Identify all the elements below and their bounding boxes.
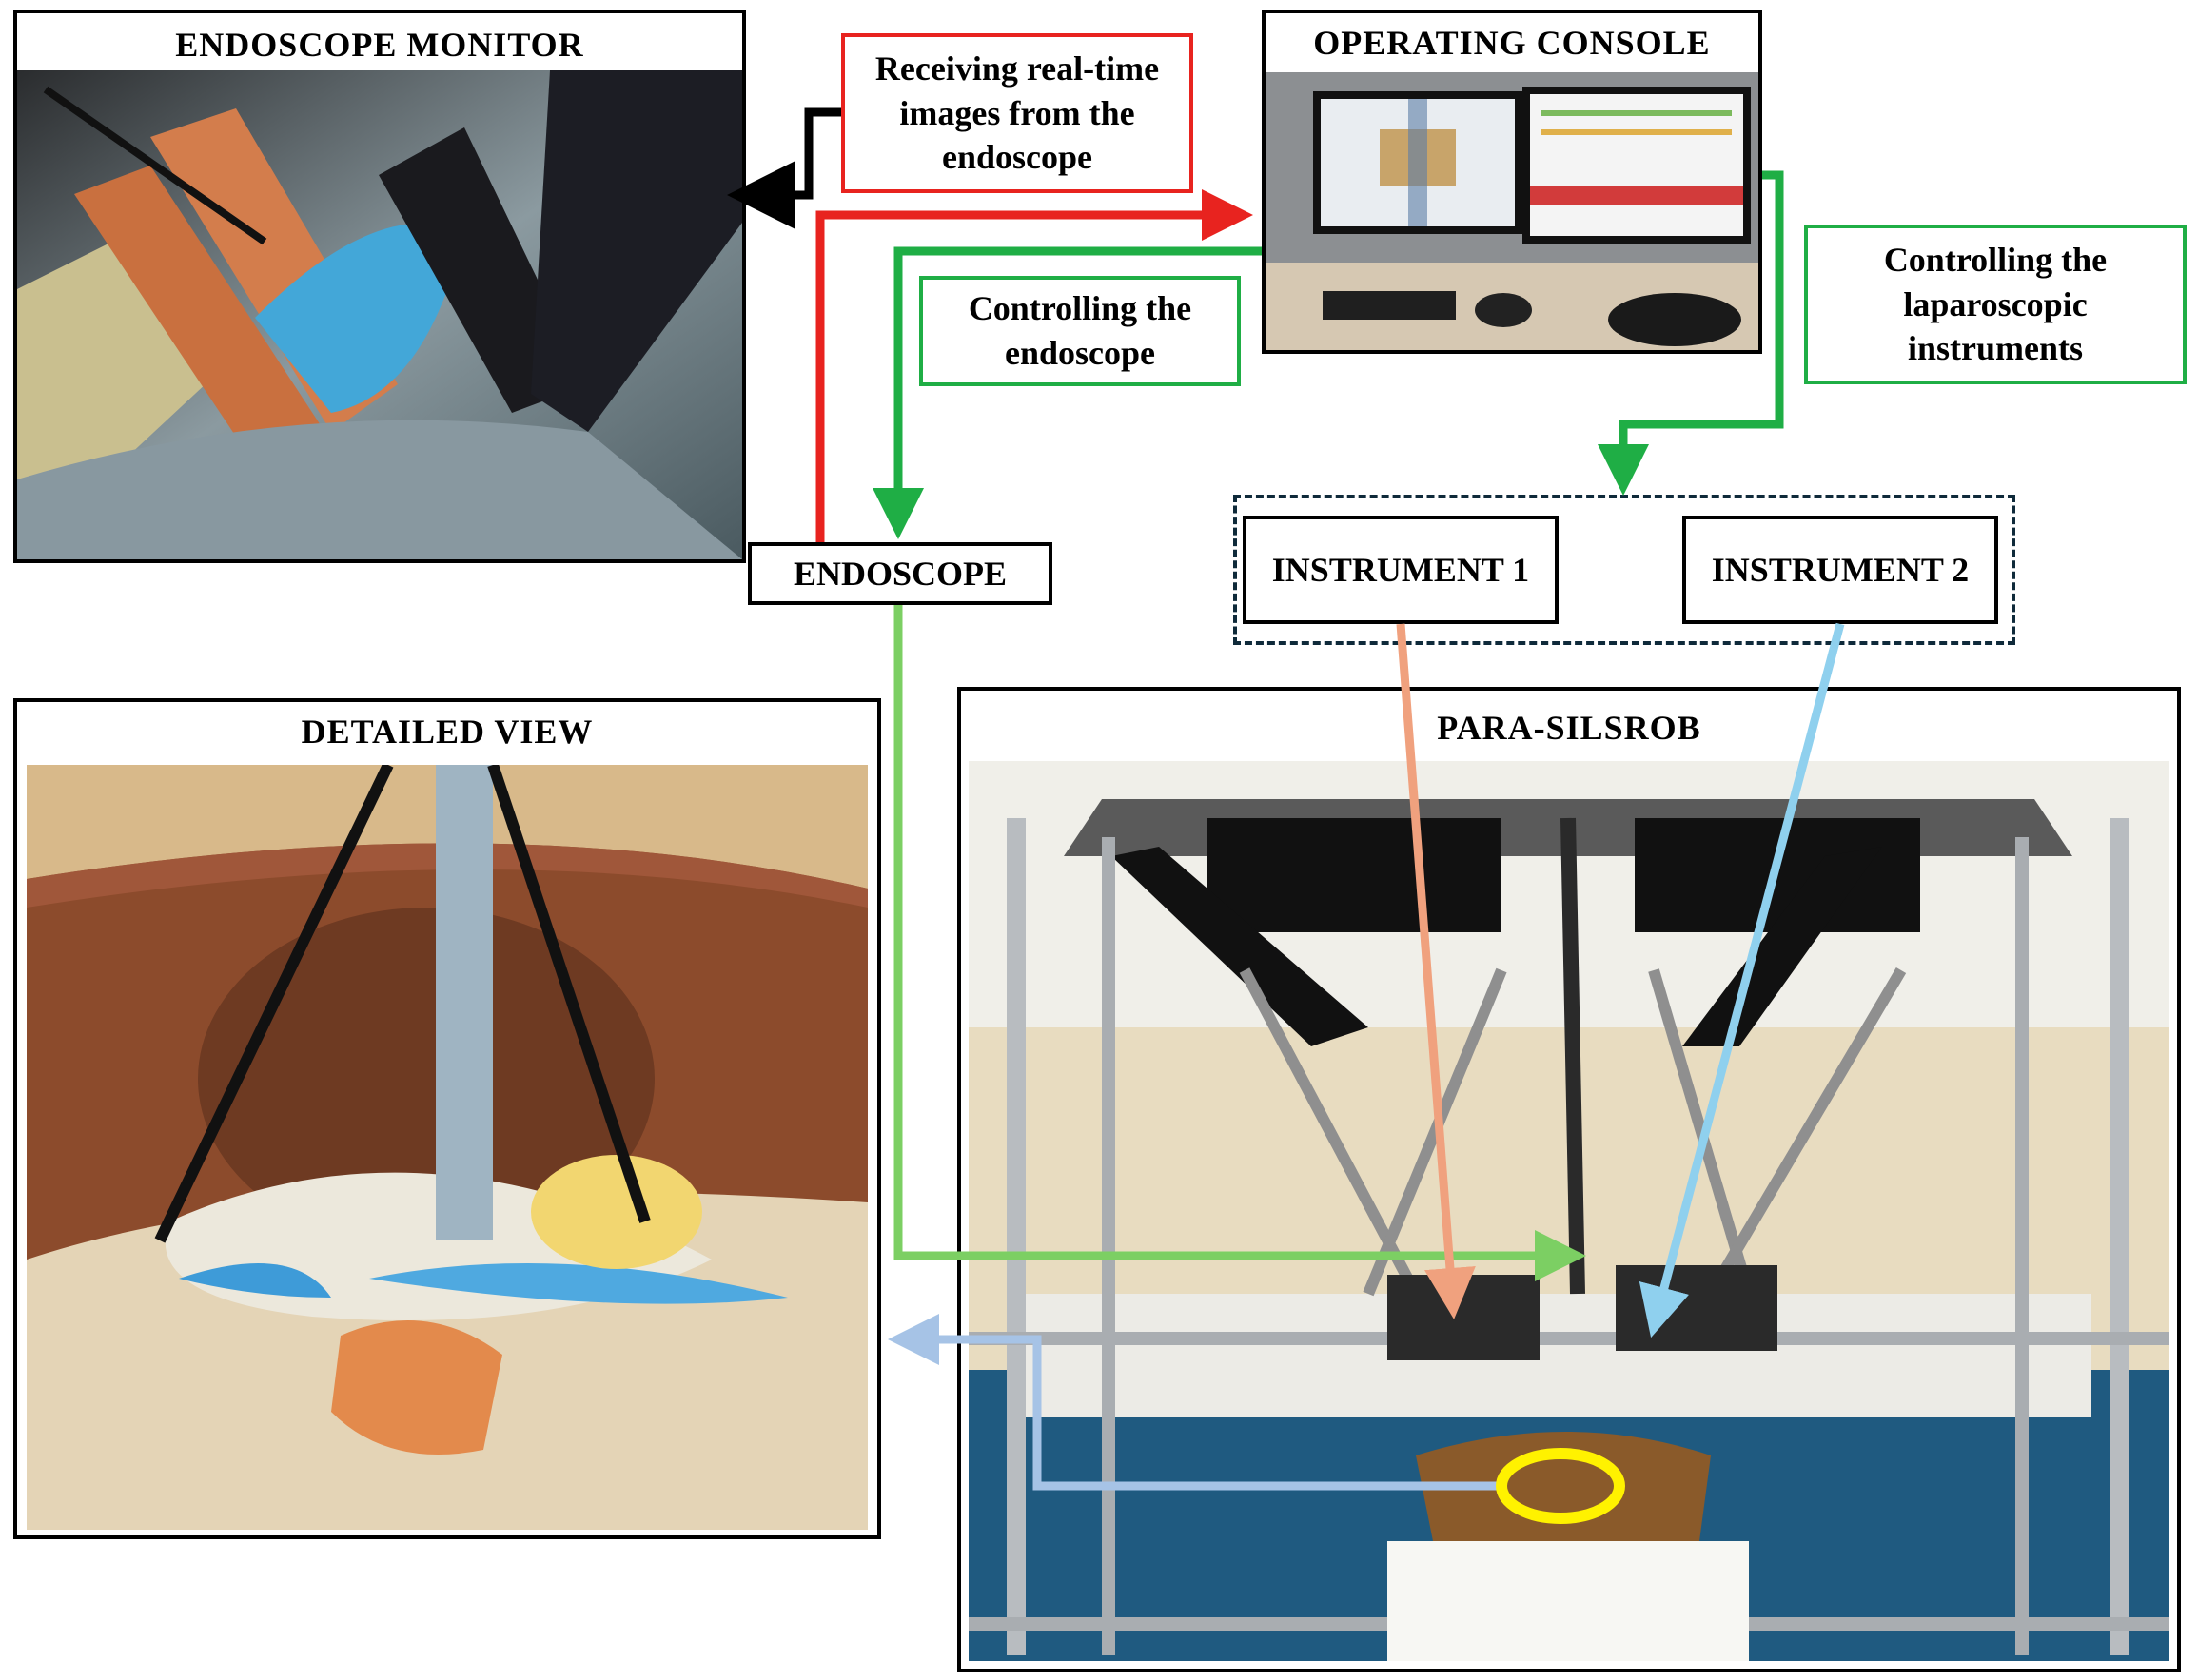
receiving-images-text: Receiving real-time images from the endo…	[874, 49, 1160, 177]
receiving-images-label: Receiving real-time images from the endo…	[841, 33, 1193, 193]
endoscope-monitor-image	[17, 70, 742, 559]
endoscope-text: ENDOSCOPE	[793, 554, 1008, 593]
detailed-view-panel: DETAILED VIEW	[13, 698, 881, 1539]
instrument-2-box: INSTRUMENT 2	[1682, 516, 1998, 624]
endoscope-box: ENDOSCOPE	[748, 542, 1052, 605]
instrument-1-text: INSTRUMENT 1	[1271, 550, 1530, 589]
instrument-2-text: INSTRUMENT 2	[1711, 550, 1970, 589]
operating-console-title: OPERATING CONSOLE	[1313, 24, 1711, 62]
operating-console-image	[1266, 72, 1758, 350]
controlling-instruments-label: Controlling the laparoscopic instruments	[1804, 225, 2187, 384]
instruments-group	[1233, 495, 2015, 645]
endoscope-monitor-panel: ENDOSCOPE MONITOR	[13, 10, 746, 563]
receiving-arrow	[727, 107, 841, 229]
detailed-view-image	[27, 765, 868, 1530]
robot-panel: PARA-SILSROB	[957, 687, 2181, 1672]
endoscope-monitor-title: ENDOSCOPE MONITOR	[175, 26, 584, 64]
controlling-endoscope-label: Controlling the endoscope	[919, 276, 1241, 386]
detailed-view-title: DETAILED VIEW	[301, 713, 594, 751]
robot-title: PARA-SILSROB	[1437, 709, 1701, 747]
operating-console-panel: OPERATING CONSOLE	[1262, 10, 1762, 354]
robot-image	[969, 761, 2169, 1661]
instrument-1-box: INSTRUMENT 1	[1243, 516, 1559, 624]
controlling-endoscope-text: Controlling the endoscope	[968, 289, 1192, 372]
controlling-instruments-text: Controlling the laparoscopic instruments	[1883, 240, 2108, 368]
